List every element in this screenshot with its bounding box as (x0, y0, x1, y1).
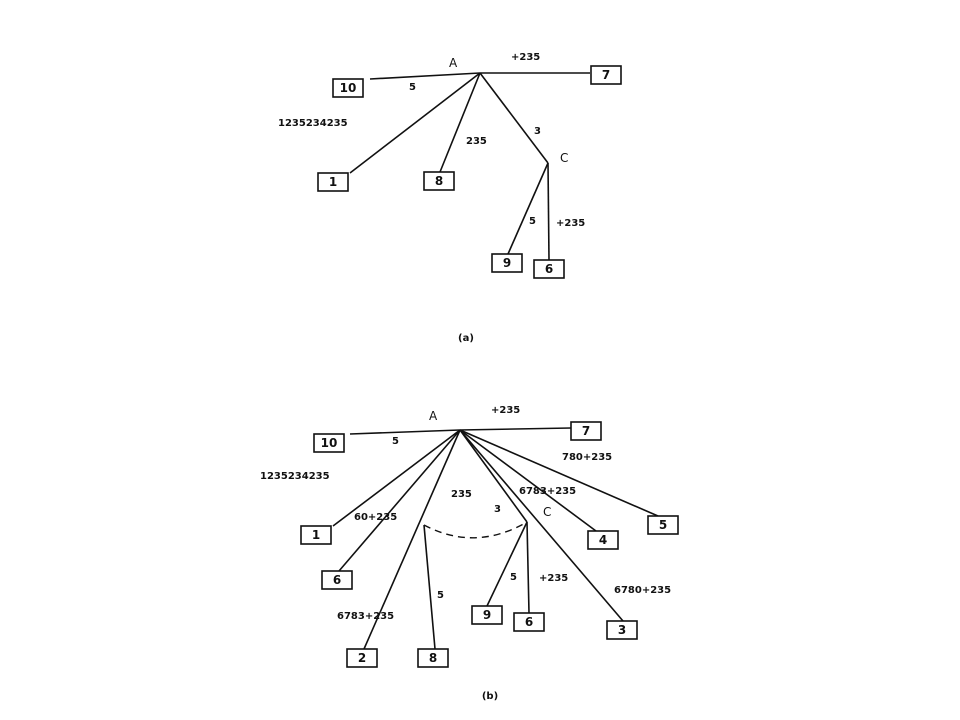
svg-text:2: 2 (358, 651, 366, 665)
svg-text:1: 1 (312, 528, 320, 542)
edge-label: 235 (451, 489, 472, 500)
edge-a-6 (338, 429, 461, 572)
node-box: 3 (606, 620, 638, 640)
edge-label: 3 (534, 126, 541, 137)
edge-label: +235 (539, 573, 568, 584)
edge-a-1 (332, 429, 461, 527)
svg-text:8: 8 (435, 174, 443, 188)
node-box: 4 (587, 530, 619, 550)
edge-c-9 (486, 521, 528, 607)
node-box: 7 (570, 421, 602, 441)
node-box: 9 (491, 253, 523, 273)
node-box: 6 (533, 259, 565, 279)
edge-label: 1235234235 (260, 471, 330, 482)
svg-text:6: 6 (545, 262, 553, 276)
root-label: A (449, 56, 458, 70)
caption-b: (b) (482, 691, 498, 702)
svg-text:7: 7 (582, 424, 590, 438)
node-box: 10 (332, 78, 364, 98)
edge-a-10 (349, 429, 461, 435)
edge-c-9 (507, 162, 549, 255)
branch-label: C (543, 505, 551, 519)
edge-a-1 (349, 72, 481, 174)
edge-a-4 (459, 429, 597, 532)
node-box: 1 (317, 172, 349, 192)
edge-a-10 (369, 72, 481, 80)
edge-label: +235 (491, 405, 520, 416)
svg-text:3: 3 (618, 623, 626, 637)
edge-label: +235 (511, 52, 540, 63)
node-box: 10 (313, 433, 345, 453)
edge-label: 1235234235 (278, 118, 348, 129)
svg-text:7: 7 (602, 68, 610, 82)
edge-x-8 (423, 524, 436, 650)
edge-label: 5 (510, 572, 517, 583)
edge-label: 5 (437, 590, 444, 601)
edge-label: 3 (494, 504, 501, 515)
svg-text:6: 6 (525, 615, 533, 629)
edge-c-6 (547, 162, 550, 261)
edge-label: 5 (409, 82, 416, 93)
node-box: 8 (417, 648, 449, 668)
node-box: 9 (471, 605, 503, 625)
node-box: 8 (423, 171, 455, 191)
edge-a-5 (459, 429, 659, 517)
node-box: 5 (647, 515, 679, 535)
edge-label: 60+235 (354, 512, 397, 523)
edge-label: 6783+235 (337, 611, 394, 622)
svg-text:8: 8 (429, 651, 437, 665)
edge-a-3 (459, 429, 624, 622)
diagram-a: A C +235 5 1235234235 235 3 5 +235 10 7 … (278, 52, 622, 344)
svg-text:10: 10 (340, 81, 357, 95)
svg-text:9: 9 (503, 256, 511, 270)
node-box: 6 (321, 570, 353, 590)
caption-a: (a) (458, 333, 474, 344)
edge-label: 6780+235 (614, 585, 671, 596)
edge-label: 6783+235 (519, 486, 576, 497)
edge-label: +235 (556, 218, 585, 229)
edge-a-8 (439, 72, 481, 173)
node-box: 1 (300, 525, 332, 545)
svg-text:1: 1 (329, 175, 337, 189)
edge-label: 235 (466, 136, 487, 147)
svg-text:6: 6 (333, 573, 341, 587)
node-box: 2 (346, 648, 378, 668)
edge-label: 5 (529, 216, 536, 227)
edge-label: 5 (392, 436, 399, 447)
node-box: 7 (590, 65, 622, 85)
edge-a-c (459, 429, 528, 523)
edge-a-7 (459, 427, 572, 431)
edge-c-6 (526, 521, 530, 614)
diagram-b: A C +235 5 1235234235 60+235 235 3 5 +23… (260, 405, 679, 702)
svg-text:5: 5 (659, 518, 667, 532)
node-box: 6 (513, 612, 545, 632)
svg-text:4: 4 (599, 533, 607, 547)
edge-label: 780+235 (562, 452, 612, 463)
edge-a-2 (363, 429, 461, 650)
dashed-link (423, 521, 528, 539)
svg-text:9: 9 (483, 608, 491, 622)
edge-a-c (479, 72, 549, 164)
branch-label: C (560, 151, 568, 165)
root-label: A (429, 409, 438, 423)
svg-text:10: 10 (321, 436, 338, 450)
